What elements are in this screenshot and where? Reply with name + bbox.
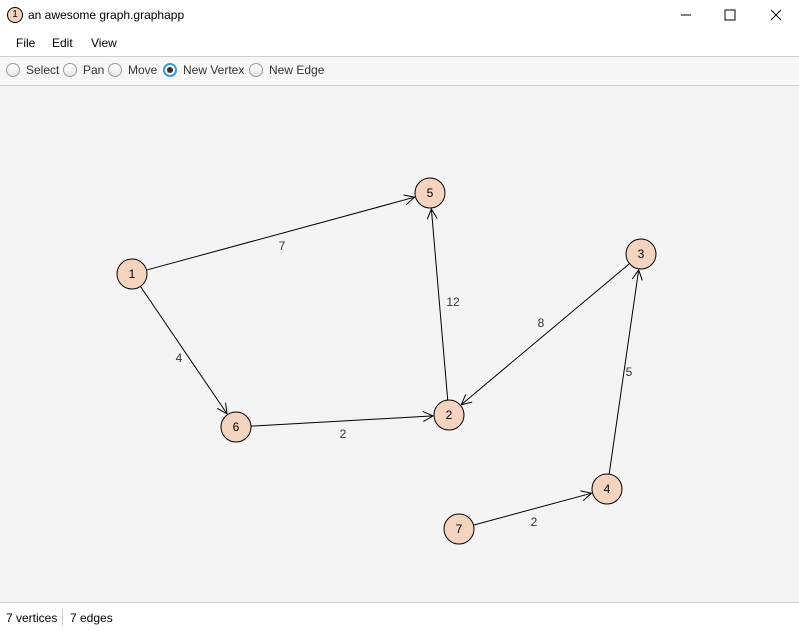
vertex-label: 1 [129,267,136,281]
edge-count: 7 edges [70,611,113,625]
edge-7-4[interactable] [473,493,591,526]
edge-2-5[interactable] [431,209,449,401]
vertex-label: 7 [456,522,463,536]
edge-1-6[interactable] [140,286,227,413]
menu-file[interactable]: File [16,36,36,50]
edge-weight-label: 7 [279,239,286,253]
vertex-circle[interactable] [443,513,475,545]
new-vertex-radio[interactable] [163,63,177,77]
tool-move-label: Move [128,63,158,77]
close-icon [770,9,782,21]
minimize-button[interactable] [663,0,709,30]
tool-toolbar: Select Pan Move New Vertex New Edge [0,57,799,86]
edge-6-2[interactable] [250,416,433,427]
new-edge-radio[interactable] [249,63,263,77]
tool-new-edge-label: New Edge [269,63,325,77]
edge-weight-label: 2 [531,515,538,529]
vertex-4[interactable]: 4 [591,473,623,505]
edges-layer: 7 4 2 12 8 5 2 [140,197,638,529]
vertex-circle[interactable] [116,258,148,290]
vertex-circle[interactable] [625,238,657,270]
vertex-label: 5 [427,186,434,200]
menu-view[interactable]: View [91,36,117,50]
edge-weight-label: 4 [176,351,183,365]
tool-pan[interactable]: Pan [63,63,104,77]
vertex-6[interactable]: 6 [220,411,252,443]
vertex-count: 7 vertices [6,611,58,625]
status-divider [62,608,63,626]
vertex-7[interactable]: 7 [443,513,475,545]
edge-weight-label: 2 [340,427,347,441]
vertex-label: 2 [446,408,453,422]
menu-bar: File Edit View [0,30,799,57]
vertex-5[interactable]: 5 [414,177,446,209]
minimize-icon [681,14,691,16]
vertex-circle[interactable] [433,399,465,431]
pan-radio[interactable] [63,63,77,77]
edge-weight-label: 12 [446,295,460,309]
edge-4-3[interactable] [608,270,639,475]
vertex-circle[interactable] [414,177,446,209]
vertex-label: 4 [604,482,611,496]
edge-weight-label: 8 [538,316,545,330]
tool-pan-label: Pan [83,63,105,77]
move-radio[interactable] [108,63,122,77]
vertex-2[interactable]: 2 [433,399,465,431]
menu-edit[interactable]: Edit [52,36,73,50]
tool-select-label: Select [26,63,60,77]
vertex-1[interactable]: 1 [116,258,148,290]
tool-select[interactable]: Select [6,63,59,77]
tool-new-vertex-label: New Vertex [183,63,245,77]
tool-new-vertex[interactable]: New Vertex [163,63,244,77]
edge-3-2[interactable] [461,263,630,405]
maximize-icon [724,9,736,21]
vertex-3[interactable]: 3 [625,238,657,270]
vertex-circle[interactable] [220,411,252,443]
vertex-label: 3 [638,247,645,261]
edge-1-5[interactable] [146,197,414,271]
maximize-button[interactable] [707,0,753,30]
close-button[interactable] [753,0,799,30]
status-bar: 7 vertices 7 edges [0,602,799,631]
vertex-circle[interactable] [591,473,623,505]
window-title: an awesome graph.graphapp [28,8,185,22]
app-icon: 1 [7,7,23,23]
vertex-label: 6 [233,420,240,434]
title-bar: 1 an awesome graph.graphapp [0,0,799,30]
tool-new-edge[interactable]: New Edge [249,63,324,77]
edge-weight-label: 5 [626,365,633,379]
tool-move[interactable]: Move [108,63,157,77]
select-radio[interactable] [6,63,20,77]
